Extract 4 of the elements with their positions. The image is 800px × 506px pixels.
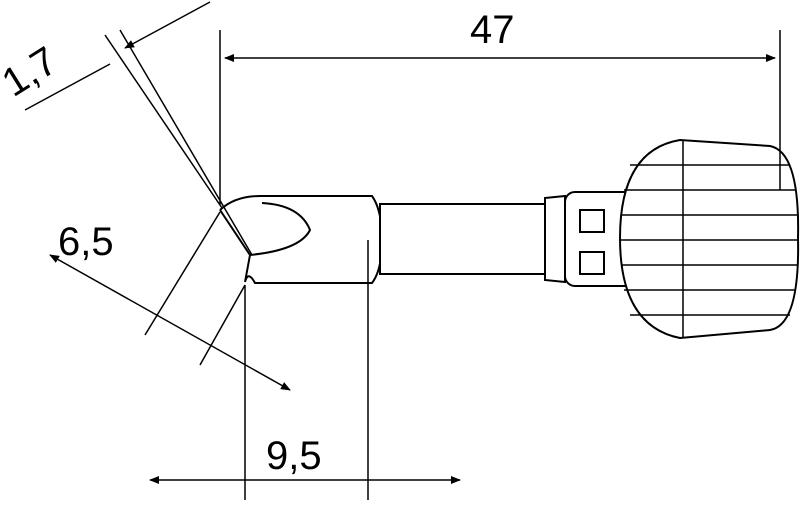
dimension-label: 9,5 bbox=[266, 436, 322, 476]
dimension-label: 6,5 bbox=[58, 222, 114, 262]
dimension-label: 1,7 bbox=[0, 40, 64, 104]
dimension-label: 47 bbox=[470, 10, 514, 50]
